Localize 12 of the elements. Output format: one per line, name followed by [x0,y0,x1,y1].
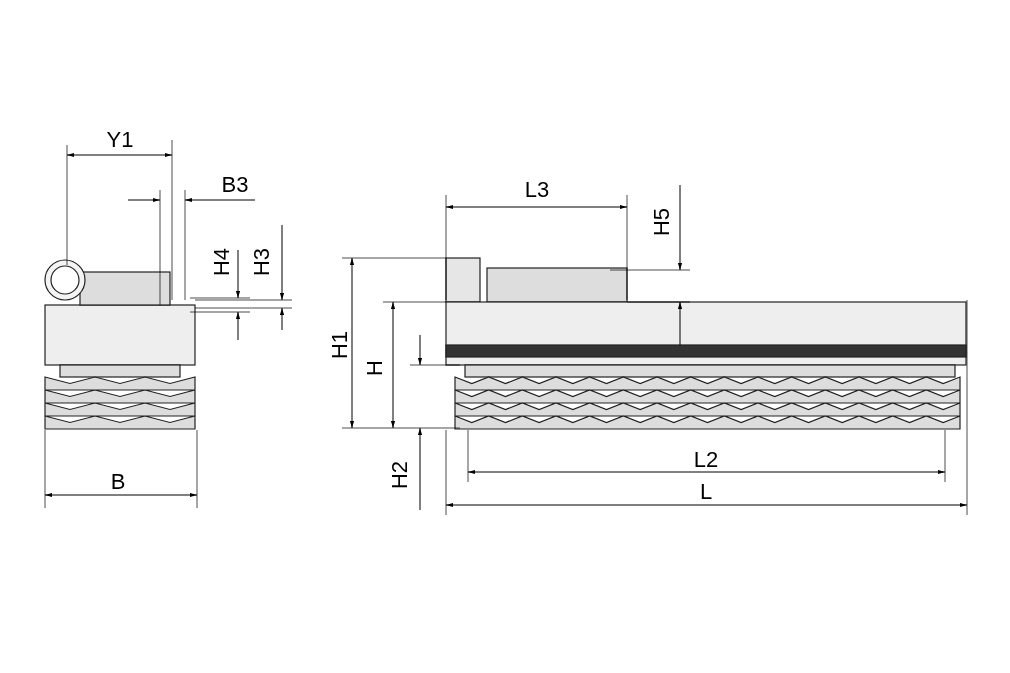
dimension-label: H1 [329,330,351,360]
dimension-label: L3 [524,179,550,201]
dimension-label: L2 [693,449,719,471]
dimension-label: Y1 [106,129,134,151]
dimension-label: B [110,471,126,493]
dimension-label: B3 [221,174,249,196]
dimension-label: L [699,481,713,503]
dimension-label: H5 [651,207,673,237]
dimension-label: H [364,360,386,376]
dimension-label: H2 [389,460,411,490]
dimension-label: H4 [211,247,233,277]
dimension-label: H3 [251,247,273,277]
